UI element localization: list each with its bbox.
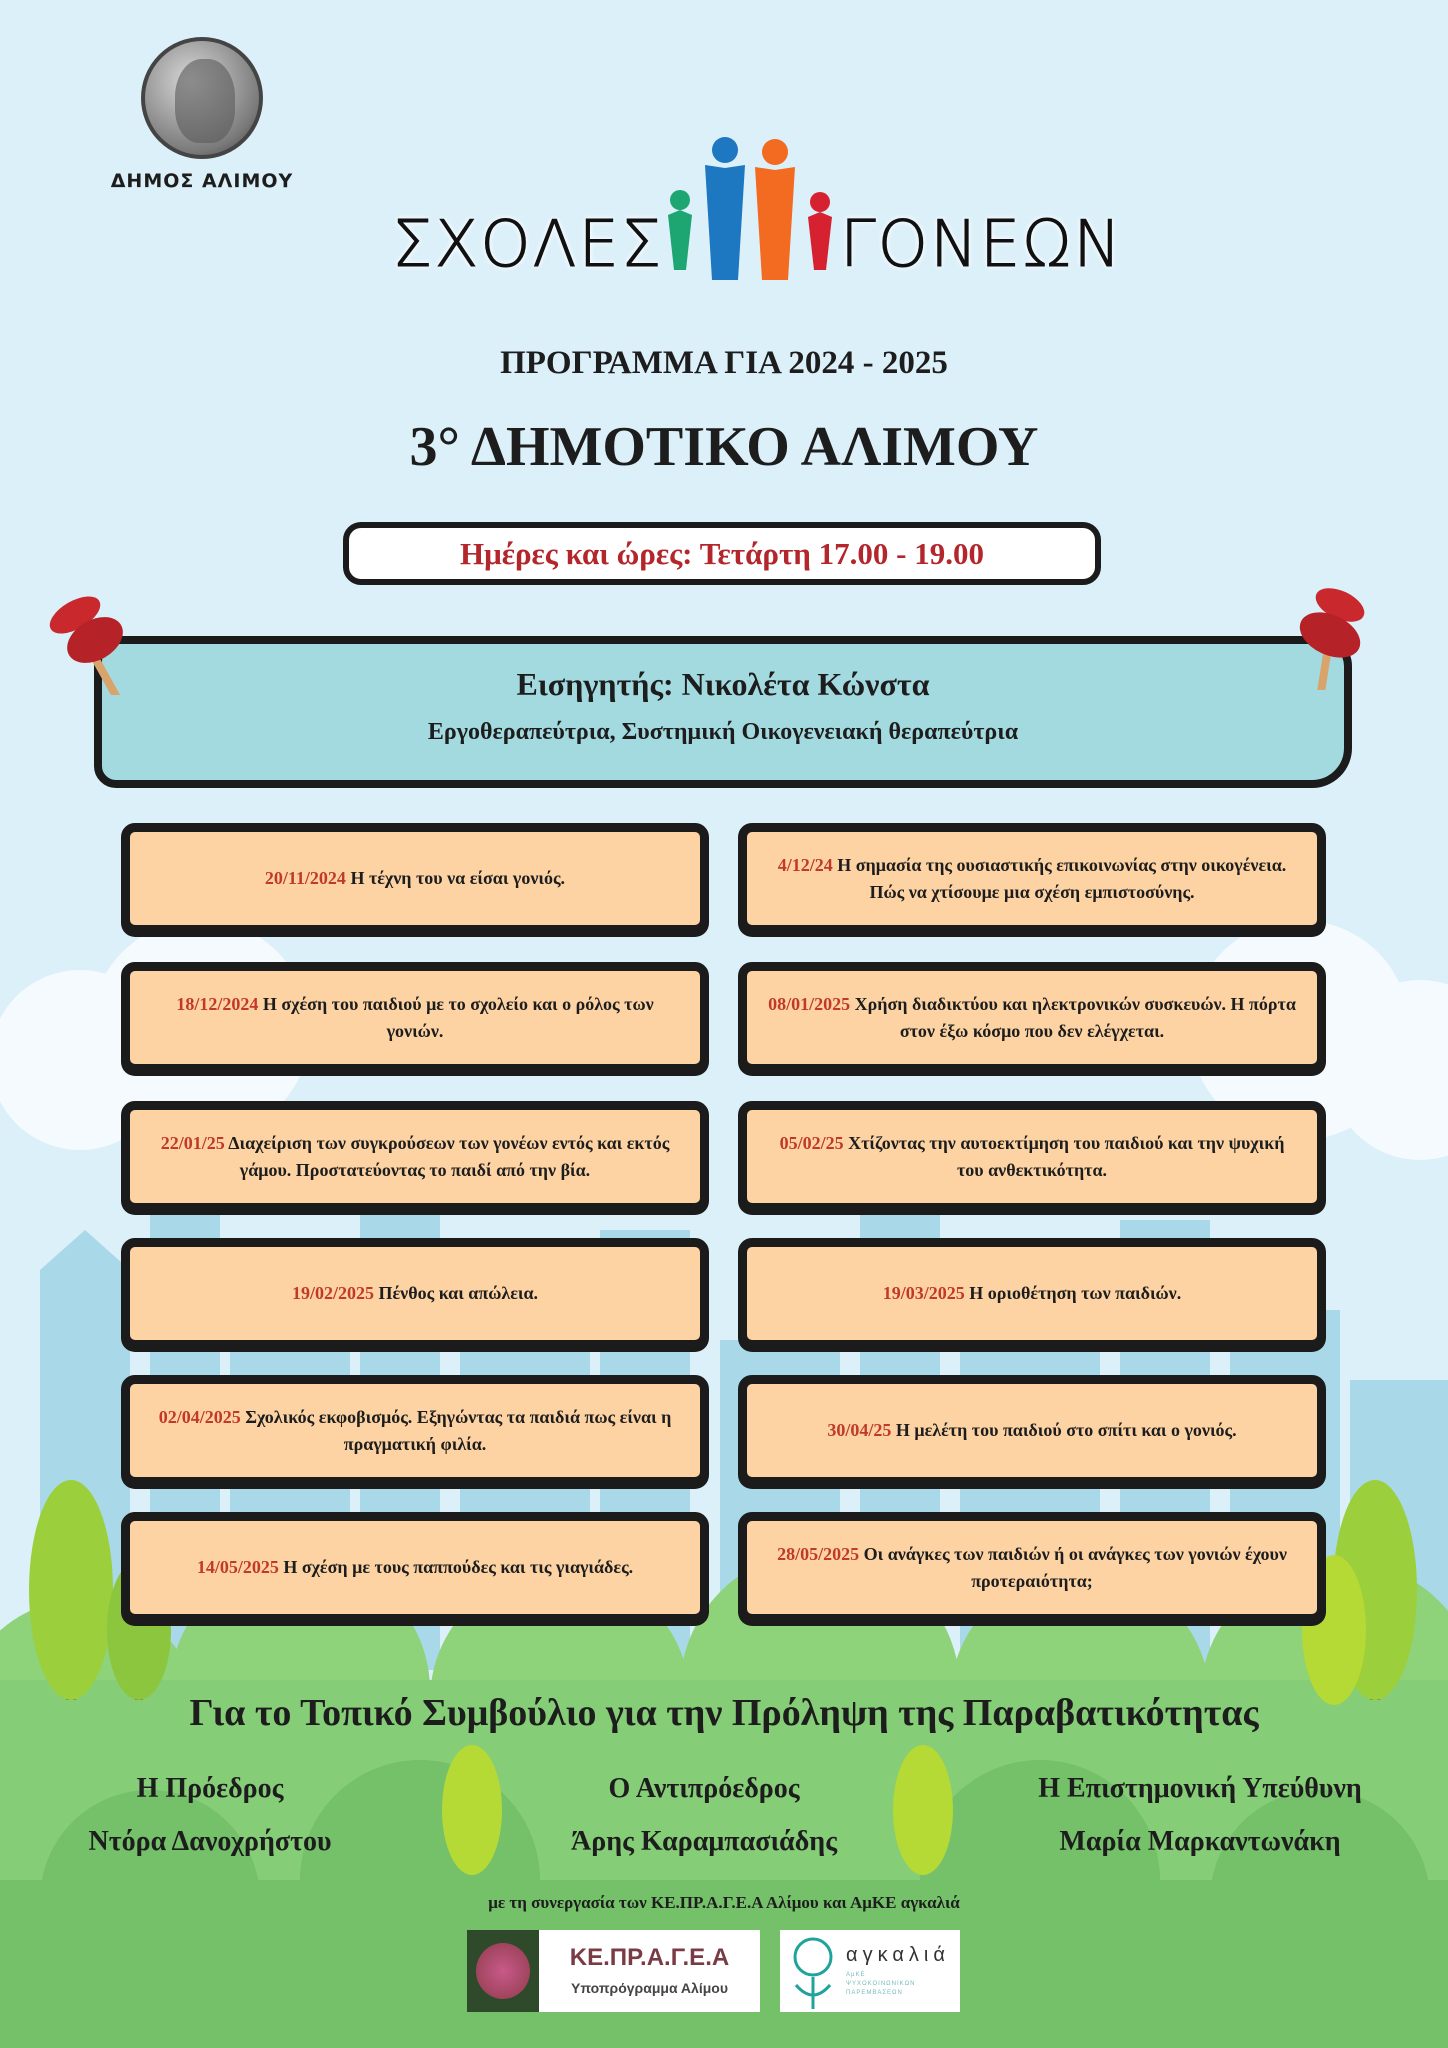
officer-president: Η Πρόεδρος Ντόρα Δανοχρήστου — [0, 1762, 430, 1868]
session-topic: Σχολικός εκφοβισμός. Εξηγώντας τα παιδιά… — [245, 1406, 672, 1454]
session-date: 19/02/2025 — [291, 1283, 374, 1303]
council-heading: Για το Τοπικό Συμβούλιο για την Πρόληψη … — [189, 1692, 1259, 1734]
kepragea-logo: ΚΕ.ΠΡ.Α.Γ.Ε.Α Υποπρόγραμμα Αλίμου — [467, 1930, 760, 2012]
session-card: 19/03/2025 Η οριοθέτηση των παιδιών. — [738, 1238, 1326, 1349]
agkalia-title: αγκαλιά — [846, 1944, 950, 1966]
session-topic: Η σχέση του παιδιού με το σχολείο και ο … — [262, 993, 654, 1041]
agkalia-sub-line: ΨΥΧΟΚΟΙΝΩΝΙΚΩΝ — [846, 1981, 916, 1987]
session-date: 30/04/25 — [827, 1420, 892, 1440]
pomegranate-icon — [467, 1930, 539, 2012]
session-topic: Διαχείριση των συγκρούσεων των γονέων εν… — [228, 1132, 670, 1180]
session-topic: Η τέχνη του να είσαι γονιός. — [350, 868, 566, 888]
session-card: 4/12/24 Η σημασία της ουσιαστικής επικοι… — [738, 823, 1326, 934]
municipality-seal — [141, 37, 263, 159]
collaboration-text: με τη συνεργασία των ΚΕ.ΠΡ.Α.Γ.Ε.Α Αλίμο… — [488, 1893, 960, 1912]
session-topic: Χρήση διαδικτύου και ηλεκτρονικών συσκευ… — [854, 993, 1296, 1041]
session-date: 28/05/2025 — [777, 1543, 860, 1564]
officer-title: Η Επιστημονική Υπεύθυνη — [1038, 1773, 1362, 1804]
session-date: 19/03/2025 — [882, 1283, 965, 1303]
program-subtitle: ΠΡΟΓΡΑΜΜΑ ΓΙΑ 2024 - 2025 — [500, 345, 948, 381]
session-card: 28/05/2025 Οι ανάγκες των παιδιών ή οι α… — [738, 1512, 1326, 1623]
speaker-name: Εισηγητής: Νικολέτα Κώνστα — [516, 666, 930, 702]
session-topic: Χτίζοντας την αυτοεκτίμηση του παιδιού κ… — [848, 1132, 1285, 1180]
session-date: 4/12/24 — [777, 854, 833, 875]
family-figures-icon — [668, 137, 832, 280]
agkalia-sub-line: ΠΑΡΕΜΒΑΣΕΩΝ — [846, 1990, 903, 1996]
schedule-badge: Ημέρες και ώρες: Τετάρτη 17.00 - 19.00 — [343, 522, 1101, 585]
officer-name: Μαρία Μαρκαντωνάκη — [1059, 1826, 1341, 1857]
flower-icon — [793, 1937, 833, 2009]
session-card: 19/02/2025 Πένθος και απώλεια. — [121, 1238, 709, 1349]
session-topic: Η μελέτη του παιδιού στο σπίτι και ο γον… — [895, 1420, 1237, 1440]
municipality-name: ΔΗΜΟΣ ΑΛΙΜΟΥ — [110, 170, 294, 192]
session-date: 08/01/2025 — [768, 993, 851, 1014]
session-card: 22/01/25 Διαχείριση των συγκρούσεων των … — [121, 1101, 709, 1212]
session-date: 20/11/2024 — [264, 868, 346, 888]
officer-vice-president: Ο Αντιπρόεδρος Άρης Καραμπασιάδης — [484, 1762, 924, 1868]
session-card: 14/05/2025 Η σχέση με τους παππούδες και… — [121, 1512, 709, 1623]
brand-right-word: ΓΟΝΕΩΝ — [839, 208, 1124, 283]
pushpin-right-icon — [1299, 588, 1365, 690]
parents-school-logo: ΣΧΟΛΕΣ ΓΟΝΕΩΝ — [380, 130, 1122, 300]
agkalia-sub-line: ΑμΚΕ — [846, 1972, 866, 1978]
officer-name: Ντόρα Δανοχρήστου — [88, 1826, 332, 1857]
officer-title: Η Πρόεδρος — [136, 1773, 284, 1804]
session-card: 08/01/2025 Χρήση διαδικτύου και ηλεκτρον… — [738, 962, 1326, 1073]
speaker-role: Εργοθεραπεύτρια, Συστημική Οικογενειακή … — [427, 719, 1019, 745]
session-topic: Η σχέση με τους παππούδες και τις γιαγιά… — [283, 1557, 634, 1577]
session-card: 30/04/25 Η μελέτη του παιδιού στο σπίτι … — [738, 1375, 1326, 1486]
kepragea-title: ΚΕ.ΠΡ.Α.Γ.Ε.Α — [569, 1944, 730, 1971]
session-date: 05/02/25 — [779, 1132, 844, 1153]
session-card: 02/04/2025 Σχολικός εκφοβισμός. Εξηγώντα… — [121, 1375, 709, 1486]
kepragea-subtitle: Υποπρόγραμμα Αλίμου — [571, 1980, 728, 1996]
pushpin-left-icon — [49, 596, 123, 695]
session-date: 22/01/25 — [160, 1132, 225, 1153]
session-date: 02/04/2025 — [158, 1406, 241, 1427]
session-date: 14/05/2025 — [196, 1557, 279, 1577]
session-topic: Πένθος και απώλεια. — [378, 1283, 539, 1303]
session-card: 05/02/25 Χτίζοντας την αυτοεκτίμηση του … — [738, 1101, 1326, 1212]
session-topic: Η σημασία της ουσιαστικής επικοινωνίας σ… — [837, 854, 1287, 902]
brand-left-word: ΣΧΟΛΕΣ — [391, 208, 664, 283]
session-date: 18/12/2024 — [176, 993, 259, 1014]
school-title: 3° ΔΗΜΟΤΙΚΟ ΑΛΙΜΟΥ — [409, 416, 1039, 478]
session-card: 18/12/2024 Η σχέση του παιδιού με το σχο… — [121, 962, 709, 1073]
officer-name: Άρης Καραμπασιάδης — [570, 1826, 838, 1857]
speaker-banner: Εισηγητής: Νικολέτα Κώνστα Εργοθεραπεύτρ… — [94, 636, 1352, 788]
session-card: 20/11/2024 Η τέχνη του να είσαι γονιός. — [121, 823, 709, 934]
session-topic: Η οριοθέτηση των παιδιών. — [969, 1283, 1182, 1303]
officer-title: Ο Αντιπρόεδρος — [608, 1773, 800, 1804]
officer-scientific-lead: Η Επιστημονική Υπεύθυνη Μαρία Μαρκαντωνά… — [975, 1762, 1425, 1868]
agkalia-logo: αγκαλιά ΑμΚΕ ΨΥΧΟΚΟΙΝΩΝΙΚΩΝ ΠΑΡΕΜΒΑΣΕΩΝ — [780, 1930, 960, 2012]
session-topic: Οι ανάγκες των παιδιών ή οι ανάγκες των … — [863, 1543, 1287, 1591]
